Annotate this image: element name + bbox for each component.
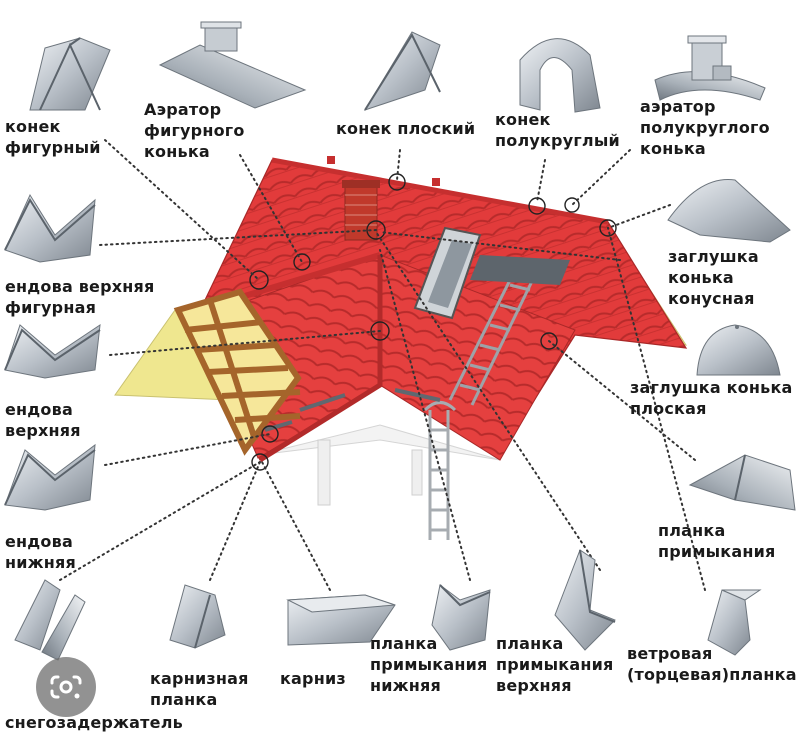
callout-markers <box>249 173 617 471</box>
abutment-strip-part <box>688 454 796 511</box>
snow-guard-part <box>14 579 86 661</box>
label-aerator-figurnogo: Аэратор фигурного конька <box>144 100 245 161</box>
label-endova-verkhnyaya-figurnaya: ендова верхняя фигурная <box>5 277 155 317</box>
cone-ridge-cap-part <box>667 179 791 243</box>
label-vetrovaya-planka: ветровая (торцевая)планка <box>627 644 797 684</box>
google-lens-icon[interactable] <box>36 657 96 717</box>
flat-ridge-cap-part <box>696 324 781 376</box>
wooden-truss <box>173 288 302 456</box>
house-illustration <box>114 156 688 540</box>
label-snegozaderzhatel: снегозадержатель <box>5 713 183 732</box>
eave-part <box>286 594 396 646</box>
label-karniz: карниз <box>280 669 346 688</box>
roof-ladder <box>448 269 537 406</box>
upper-figured-valley-part <box>4 193 96 263</box>
lower-valley-part <box>4 443 96 511</box>
label-planka-primykaniya-verkhnyaya: планка примыкания верхняя <box>496 634 614 695</box>
label-konek-figurny: конек фигурный <box>5 117 101 157</box>
upper-abutment-strip-part <box>554 549 616 651</box>
lower-abutment-strip-part <box>431 584 491 651</box>
eave-strip-part <box>169 584 226 649</box>
flat-ridge-part <box>363 31 441 111</box>
label-konek-polukrugly: конек полукруглый <box>495 110 620 150</box>
label-endova-verkhnyaya: ендова верхняя <box>5 400 81 440</box>
label-zaglushka-konusnaya: заглушка конька конусная <box>668 247 759 308</box>
ridge-line <box>271 157 609 225</box>
dormer-ridge <box>237 252 381 301</box>
valley-line <box>258 255 383 463</box>
label-konek-ploskiy: конек плоский <box>336 119 476 138</box>
chimney <box>344 184 378 241</box>
label-endova-nizhnyaya: ендова нижняя <box>5 532 76 572</box>
ladder-platform <box>470 255 570 285</box>
label-planka-primykaniya: планка примыкания <box>658 521 776 561</box>
label-aerator-polukruglogo: аэратор полукруглого конька <box>640 97 770 158</box>
half-round-ridge-part <box>519 38 601 113</box>
label-zaglushka-ploskaya: заглушка конька плоская <box>630 378 793 418</box>
label-karniznaya-planka: карнизная планка <box>150 669 249 709</box>
figured-ridge-aerator-part <box>158 21 307 109</box>
wind-strip-part <box>707 589 762 656</box>
label-planka-primykaniya-nizhnyaya: планка примыкания нижняя <box>370 634 488 695</box>
figured-ridge-part <box>29 37 111 111</box>
half-round-ridge-aerator-part <box>654 35 766 101</box>
lens-glyph <box>50 675 82 699</box>
leader-lines <box>59 139 706 591</box>
upper-valley-part <box>4 323 101 379</box>
